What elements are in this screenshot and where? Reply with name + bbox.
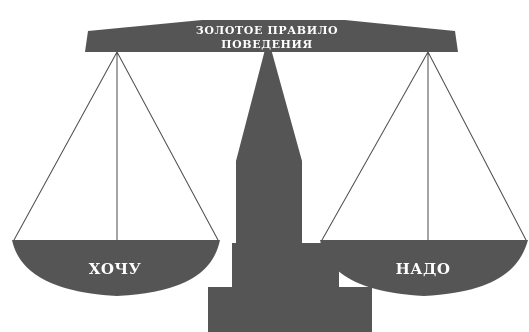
left-pan-strings	[14, 52, 218, 240]
right-pan-strings	[322, 52, 526, 240]
beam-title-line-1: ЗОЛОТОЕ ПРАВИЛО	[196, 24, 338, 37]
left-pan-label: ХОЧУ	[89, 260, 142, 278]
beam-title-line-2: ПОВЕДЕНИЯ	[221, 38, 313, 51]
scale-pillar	[236, 38, 302, 250]
right-pan-label: НАДО	[396, 260, 451, 278]
